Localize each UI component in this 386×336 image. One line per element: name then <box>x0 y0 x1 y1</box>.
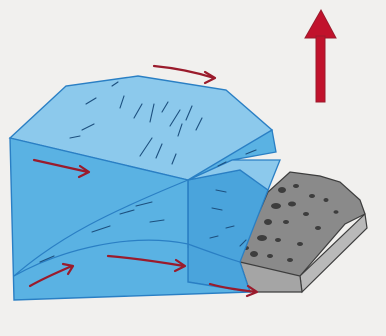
up-arrow-shaft <box>316 36 325 102</box>
